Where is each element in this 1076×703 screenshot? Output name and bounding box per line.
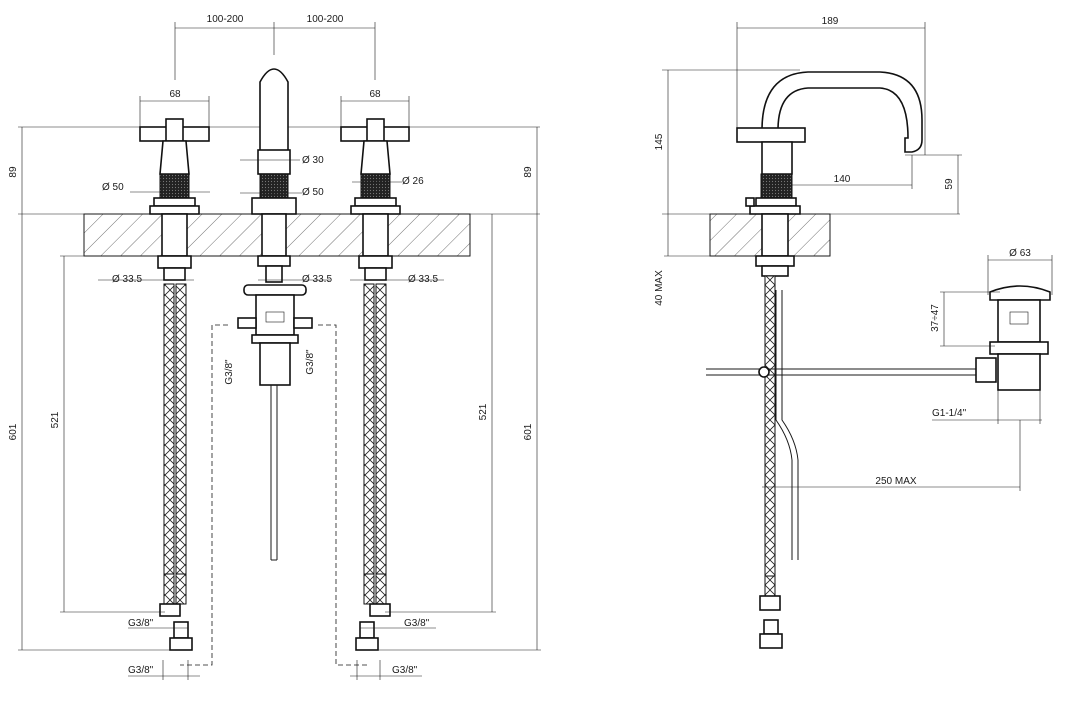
hose-left-nut-a xyxy=(159,603,181,617)
dashed-connector-right xyxy=(318,324,368,666)
dim-thread-hose-right-b: G3/8" xyxy=(392,665,418,676)
hose-right-a xyxy=(363,283,375,575)
dim-total-len-right: 601 xyxy=(523,423,534,440)
side-knurl xyxy=(760,173,793,199)
dim-dia-handle-base: Ø 50 xyxy=(102,182,124,193)
dim-dia-shank-center: Ø 33.5 xyxy=(302,274,332,285)
dashed-connector-left xyxy=(180,324,228,666)
side-hose-a xyxy=(764,275,776,577)
dim-side-reach: 189 xyxy=(822,16,839,27)
dim-dia-shank-right: Ø 33.5 xyxy=(408,274,438,285)
dim-dia-shank-left: Ø 33.5 xyxy=(112,274,142,285)
dim-thread-drain-left: G3/8" xyxy=(224,359,235,385)
front-popup-waste xyxy=(237,284,313,561)
center-spout xyxy=(251,68,297,283)
front-view: 100-200 100-200 68 68 89 89 xyxy=(8,14,541,680)
dim-hose-len-left: 521 xyxy=(50,411,61,428)
dim-waste-dia: Ø 63 xyxy=(1009,248,1031,259)
dim-dia-spout-base: Ø 50 xyxy=(302,187,324,198)
dim-spacing-left: 100-200 xyxy=(207,14,244,25)
dim-waste-height: 37÷47 xyxy=(930,304,941,332)
left-knurl xyxy=(159,173,190,199)
hose-right-nut-b xyxy=(355,637,379,651)
dim-handle-width-left: 68 xyxy=(169,89,181,100)
right-knurl xyxy=(360,173,391,199)
side-faucet-body xyxy=(736,71,923,277)
side-view: 189 145 140 59 40 MAX xyxy=(654,16,1053,649)
side-pull-rod xyxy=(775,290,793,560)
dim-waste-thread: G1-1/4" xyxy=(932,408,967,419)
dim-thread-hose-left-b: G3/8" xyxy=(128,665,154,676)
dim-handle-width-right: 68 xyxy=(369,89,381,100)
side-popup-waste xyxy=(975,285,1051,391)
dim-height-89-right: 89 xyxy=(523,166,534,178)
dim-dia-knurl-right: Ø 26 xyxy=(402,176,424,187)
center-knurl xyxy=(259,173,289,199)
dim-thread-hose-left-a: G3/8" xyxy=(128,618,154,629)
hose-left-nut-b xyxy=(169,637,193,651)
dim-hose-len-right: 521 xyxy=(478,403,489,420)
dim-height-89-left: 89 xyxy=(8,166,19,178)
hose-left-a xyxy=(163,283,175,575)
dim-side-spout-reach: 140 xyxy=(834,174,851,185)
dim-thread-drain-right: G3/8" xyxy=(305,349,316,375)
hose-right-nut-a xyxy=(369,603,391,617)
dim-dia-spout-top: Ø 30 xyxy=(302,155,324,166)
hose-right-b xyxy=(375,283,387,575)
dim-total-len-left: 601 xyxy=(8,423,19,440)
dim-rod-max: 250 MAX xyxy=(875,476,916,487)
left-handle xyxy=(139,118,210,281)
dim-side-spout-height: 59 xyxy=(944,178,955,190)
dim-thread-hose-right-a: G3/8" xyxy=(404,618,430,629)
dim-spacing-right: 100-200 xyxy=(307,14,344,25)
hose-left-b xyxy=(175,283,187,575)
dim-side-deck-max: 40 MAX xyxy=(654,270,665,306)
dim-side-height: 145 xyxy=(654,133,665,150)
